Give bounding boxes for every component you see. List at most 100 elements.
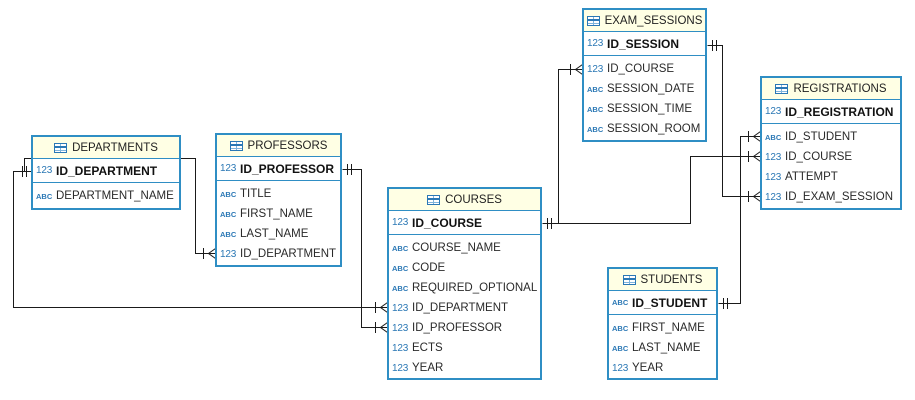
primary-key-name: ID_STUDENT xyxy=(632,295,708,310)
string-type-icon: ABC xyxy=(587,124,604,134)
column-name: ID_COURSE xyxy=(785,151,853,163)
entity-header[interactable]: EXAM_SESSIONS xyxy=(584,10,705,32)
table-icon xyxy=(622,274,636,285)
numeric-type-icon: 123 xyxy=(765,191,782,203)
table-icon xyxy=(775,83,789,94)
string-type-icon: ABC xyxy=(612,323,629,333)
column-name: ID_DEPARTMENT xyxy=(412,302,509,314)
string-type-icon: ABC xyxy=(612,343,629,353)
column-name: ID_DEPARTMENT xyxy=(240,248,337,260)
column-name: YEAR xyxy=(632,362,664,374)
column-name: FIRST_NAME xyxy=(240,208,313,220)
numeric-type-icon: 123 xyxy=(220,163,237,174)
numeric-type-icon: 123 xyxy=(392,302,409,314)
string-type-icon: ABC xyxy=(765,132,782,142)
string-type-icon: ABC xyxy=(587,104,604,114)
numeric-type-icon: 123 xyxy=(392,217,409,228)
column-name: SESSION_ROOM xyxy=(607,123,701,135)
numeric-type-icon: 123 xyxy=(392,342,409,354)
entity-header[interactable]: COURSES xyxy=(389,189,540,211)
string-type-icon: ABC xyxy=(392,283,409,293)
numeric-type-icon: 123 xyxy=(587,63,604,75)
column-name: SESSION_TIME xyxy=(607,103,692,115)
column-name: LAST_NAME xyxy=(632,342,701,354)
table-icon xyxy=(54,142,68,153)
connector-line xyxy=(542,156,761,224)
string-type-icon: ABC xyxy=(392,243,409,253)
column-name: LAST_NAME xyxy=(240,228,309,240)
string-type-icon: ABC xyxy=(587,84,604,94)
entity-title: EXAM_SESSIONS xyxy=(604,14,703,27)
entity-header[interactable]: STUDENTS xyxy=(609,269,716,291)
entity-header[interactable]: DEPARTMENTS xyxy=(33,137,179,159)
entity-header[interactable]: PROFESSORS xyxy=(217,135,340,157)
entity-header[interactable]: REGISTRATIONS xyxy=(762,78,900,100)
link-courses-exam-sessions xyxy=(542,64,583,229)
string-type-icon: ABC xyxy=(612,298,629,307)
column-name: ATTEMPT xyxy=(785,171,838,183)
primary-key-name: ID_SESSION xyxy=(607,36,680,51)
numeric-type-icon: 123 xyxy=(587,38,604,49)
column-name: ID_EXAM_SESSION xyxy=(785,191,894,203)
link-courses-registrations xyxy=(542,151,761,224)
primary-key-name: ID_DEPARTMENT xyxy=(56,163,158,178)
connector-line xyxy=(342,169,388,328)
column-name: FIRST_NAME xyxy=(632,322,705,334)
numeric-type-icon: 123 xyxy=(392,322,409,334)
column-name: YEAR xyxy=(412,362,444,374)
string-type-icon: ABC xyxy=(220,229,237,239)
column-name: SESSION_DATE xyxy=(607,83,695,95)
link-students-registrations xyxy=(718,131,761,309)
numeric-type-icon: 123 xyxy=(765,171,782,183)
numeric-type-icon: 123 xyxy=(765,151,782,163)
connector-line xyxy=(718,136,761,304)
table-icon xyxy=(586,15,600,26)
entity-title: DEPARTMENTS xyxy=(72,141,158,154)
string-type-icon: ABC xyxy=(220,189,237,199)
column-name: ID_STUDENT xyxy=(785,131,858,143)
entity-title: REGISTRATIONS xyxy=(793,82,887,95)
column-name: CODE xyxy=(412,262,446,274)
table-icon xyxy=(229,140,243,151)
numeric-type-icon: 123 xyxy=(765,106,782,117)
